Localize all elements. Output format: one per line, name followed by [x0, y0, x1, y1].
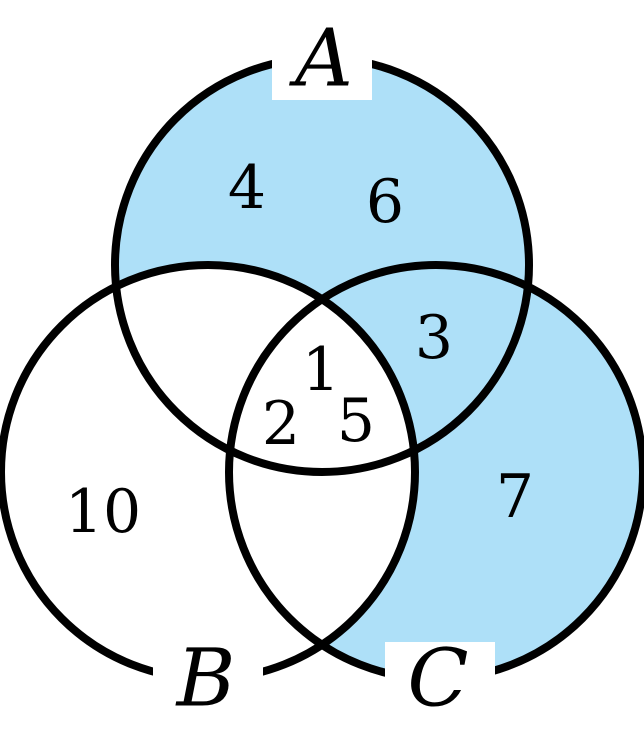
region-abc-value: 2 [262, 389, 300, 459]
set-label-a: A [288, 12, 353, 105]
region-c-only-value: 7 [496, 462, 534, 532]
region-a-only-value: 4 [228, 153, 266, 223]
region-abc-value: 1 [302, 335, 340, 405]
region-a-c-value: 3 [415, 303, 453, 373]
set-label-b: B [175, 632, 236, 725]
region-a-only-value: 6 [366, 167, 404, 237]
set-label-c: C [407, 632, 468, 725]
shaded-a-union-c-minus-b [115, 58, 643, 679]
label-gap-c [385, 642, 495, 722]
label-gap-a [272, 30, 372, 100]
region-b-only-value: 10 [65, 477, 141, 547]
label-gap-b [153, 642, 263, 722]
region-abc-value: 5 [337, 386, 375, 456]
